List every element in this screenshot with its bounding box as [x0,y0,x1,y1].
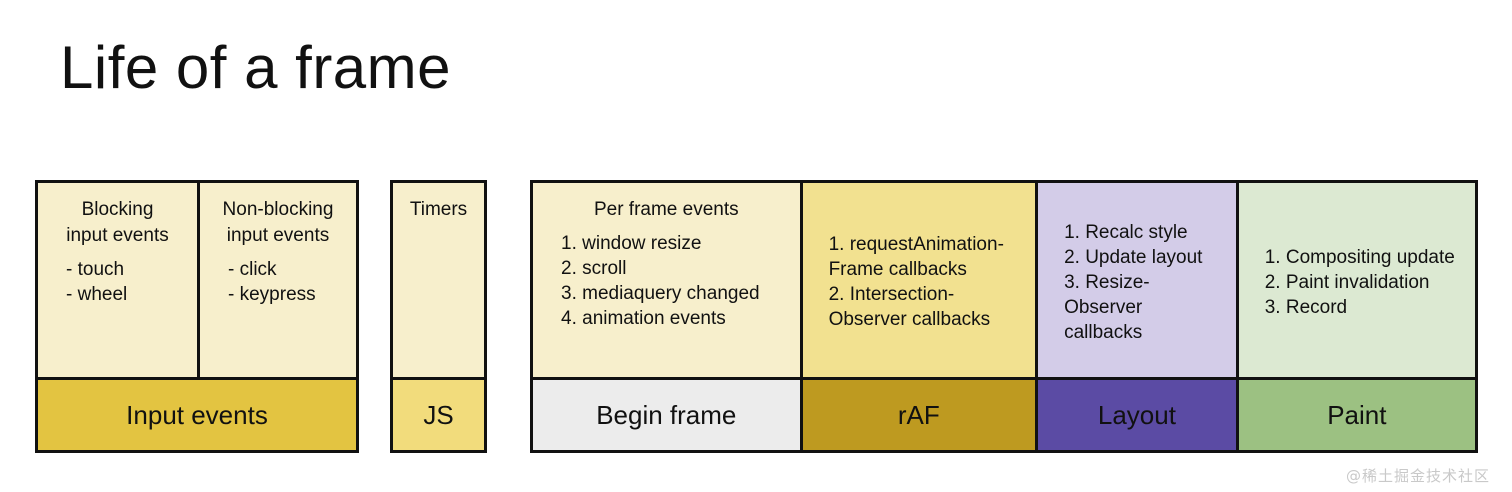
timers-panel[interactable]: Timers [393,183,484,377]
non-blocking-input-events-panel[interactable]: Non-blocking input events - click - keypre… [197,183,356,377]
list-item: 1. requestAnimation- Frame callbacks [828,234,1004,280]
begin-frame-panel-heading: Per frame events [593,199,739,220]
list-item: 3. Resize- Observer callbacks [1064,271,1150,343]
non-blocking-input-events-panel-heading: Non-blocking input events [222,199,334,246]
layout-panel-content: 1. Recalc style 2. Update layout 3. Resize… [1038,183,1236,377]
list-item: 1. window resize [561,233,702,254]
layout-label[interactable]: Layout [1035,380,1236,450]
list-item: 1. Compositing update [1264,246,1455,268]
input-events-group-label-row: Input events [38,377,356,450]
begin-frame-label[interactable]: Begin frame [533,380,800,450]
paint-panel-content: 1. Compositing update 2. Paint invalidati… [1239,183,1475,377]
paint-panel-list: 1. Compositing update 2. Paint invalidati… [1251,245,1463,320]
layout-panel[interactable]: 1. Recalc style 2. Update layout 3. Resize… [1035,183,1236,377]
list-item: - wheel [66,284,128,305]
list-item: - touch [66,259,125,280]
blocking-input-events-panel[interactable]: Blocking input events - touch - wheel [38,183,197,377]
list-item: 2. Update layout [1064,246,1203,268]
list-item: 1. Recalc style [1064,221,1188,243]
timers-group-detail-row: Timers [393,183,484,377]
list-item: - keypress [228,284,316,305]
input-events-group: Blocking input events - touch - wheel Non-b… [35,180,359,453]
js-label[interactable]: JS [393,380,484,450]
list-item: 4. animation events [561,308,726,329]
list-item: 3. mediaquery changed [561,283,760,304]
blocking-input-events-panel-list: - touch - wheel [50,257,185,307]
list-item: 2. Intersection- Observer callbacks [828,284,991,330]
list-item: 2. Paint invalidation [1264,271,1430,293]
frame-pipeline-group: Per frame events 1. window resize 2. scrol… [530,180,1478,453]
non-blocking-input-events-panel-content: Non-blocking input events - click - keypre… [200,183,356,377]
blocking-input-events-panel-content: Blocking input events - touch - wheel [38,183,197,377]
page-title: Life of a frame [60,34,452,101]
input-events-label[interactable]: Input events [38,380,356,450]
watermark: @稀土掘金技术社区 [1345,467,1490,485]
frame-pipeline-group-detail-row: Per frame events 1. window resize 2. scrol… [533,183,1475,377]
paint-panel[interactable]: 1. Compositing update 2. Paint invalidati… [1235,183,1475,377]
paint-label[interactable]: Paint [1235,380,1475,450]
raf-label[interactable]: rAF [799,380,1036,450]
begin-frame-panel[interactable]: Per frame events 1. window resize 2. scrol… [533,183,800,377]
layout-panel-list: 1. Recalc style 2. Update layout 3. Resize… [1050,220,1224,345]
blocking-input-events-panel-heading: Blocking input events [66,199,169,246]
begin-frame-panel-list: 1. window resize 2. scroll 3. mediaquery c… [545,231,788,331]
begin-frame-panel-content: Per frame events 1. window resize 2. scrol… [533,183,800,377]
timers-group-label-row: JS [393,377,484,450]
timers-panel-content: Timers [393,183,484,377]
list-item: 2. scroll [561,258,627,279]
list-item: 3. Record [1264,296,1348,318]
timers-panel-heading: Timers [409,199,468,220]
input-events-group-detail-row: Blocking input events - touch - wheel Non-b… [38,183,356,377]
list-item: - click [228,259,277,280]
non-blocking-input-events-panel-list: - click - keypress [212,257,344,307]
